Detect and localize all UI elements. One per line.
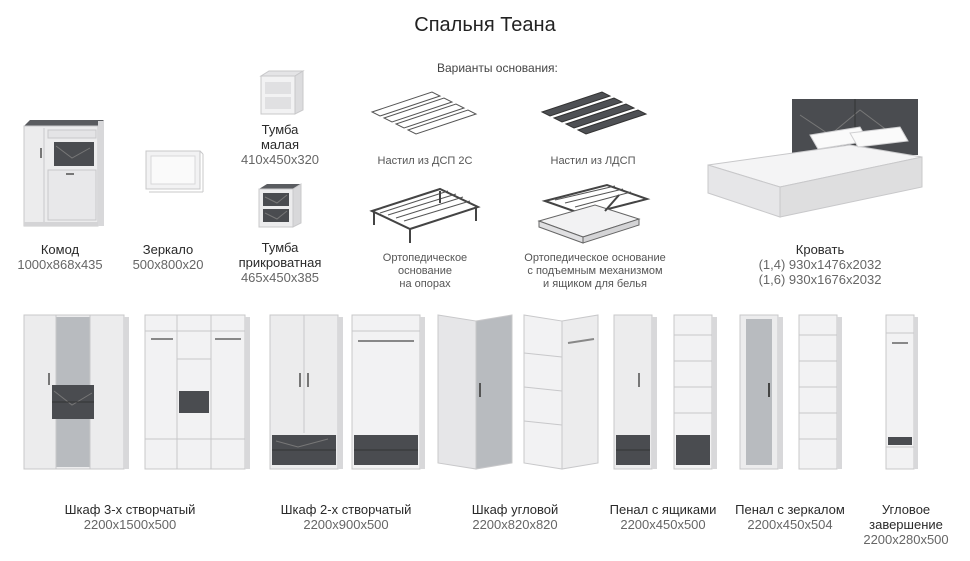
shkaf-uglovoy-closed-illustration — [437, 314, 513, 470]
komod-dims: 1000x868x435 — [17, 257, 103, 272]
penal-yashiki-dims: 2200x450x500 — [620, 517, 706, 532]
tumba-prikrovatnaya-dims: 465x450x385 — [240, 270, 320, 285]
penal-zerkalo-name: Пенал с зеркалом — [735, 502, 845, 517]
uglovoe-zavershenie-illustration — [885, 314, 918, 470]
penal-yashiki-name: Пенал с ящиками — [609, 502, 717, 517]
nastil-ldsp-illustration — [540, 91, 648, 135]
base-orto-l2: основание — [398, 265, 452, 277]
shkaf-uglovoy-dims: 2200x820x820 — [472, 517, 558, 532]
base-orto-l3: на опорах — [399, 278, 451, 290]
zerkalo-name: Зеркало — [142, 242, 194, 257]
orto-podemnoe-illustration — [537, 183, 651, 244]
tumba-malaya-label: Тумба малая 410x450x320 — [230, 122, 330, 167]
tumba-prikrovatnaya-label: Тумба прикроватная 465x450x385 — [228, 240, 332, 285]
base-ldsp-label: Настил из ЛДСП — [550, 155, 636, 167]
shkaf-uglovoy-open-illustration — [523, 314, 599, 470]
shkaf-3-label: Шкаф 3-х створчатый 2200x1500x500 — [55, 502, 205, 532]
zerkalo-illustration — [145, 150, 204, 193]
shkaf-3-open-illustration — [144, 314, 250, 470]
tumba-malaya-illustration — [259, 70, 305, 115]
shkaf-2-closed-illustration — [269, 314, 343, 470]
zerkalo-label: Зеркало 500x800x20 — [118, 242, 218, 272]
komod-label: Комод 1000x868x435 — [0, 242, 120, 272]
shkaf-2-label: Шкаф 2-х створчатый 2200x900x500 — [268, 502, 424, 532]
uglovoe-zavershenie-name-l2: завершение — [869, 517, 943, 532]
penal-zerkalo-open-illustration — [798, 314, 842, 470]
base-dsp-label: Настил из ДСП 2С — [377, 155, 473, 167]
base-orto-l1: Ортопедическое — [382, 252, 468, 264]
shkaf-3-dims: 2200x1500x500 — [83, 517, 177, 532]
tumba-malaya-name-l2: малая — [260, 137, 300, 152]
komod-illustration — [23, 120, 104, 227]
tumba-prikrovatnaya-illustration — [258, 183, 302, 228]
nastil-dsp-illustration — [370, 91, 478, 135]
uglovoe-zavershenie-label: Угловое завершение 2200x280x500 — [856, 502, 956, 547]
tumba-prikrovatnaya-name-l2: прикроватная — [238, 255, 322, 270]
komod-name: Комод — [40, 242, 80, 257]
krovat-name: Кровать — [795, 242, 845, 257]
penal-yashiki-open-illustration — [673, 314, 717, 470]
tumba-malaya-dims: 410x450x320 — [240, 152, 320, 167]
uglovoe-zavershenie-dims: 2200x280x500 — [863, 532, 949, 547]
shkaf-2-dims: 2200x900x500 — [303, 517, 389, 532]
base-podemnoe-l2: с подъемным механизмом — [527, 265, 663, 277]
krovat-dims-1: (1,4) 930x1476x2032 — [758, 257, 882, 272]
shkaf-2-name: Шкаф 2-х створчатый — [280, 502, 412, 517]
uglovoe-zavershenie-name-l1: Угловое — [881, 502, 931, 517]
shkaf-3-name: Шкаф 3-х створчатый — [64, 502, 196, 517]
page-title: Спальня Теана — [414, 14, 556, 36]
penal-yashiki-closed-illustration — [613, 314, 657, 470]
tumba-malaya-name-l1: Тумба — [261, 122, 299, 137]
shkaf-3-closed-illustration — [23, 314, 129, 470]
penal-yashiki-label: Пенал с ящиками 2200x450x500 — [603, 502, 723, 532]
base-orto-label: Ортопедическое основание на опорах — [360, 252, 490, 291]
base-variants-heading: Варианты основания: — [437, 61, 558, 75]
base-podemnoe-l3: и ящиком для белья — [543, 278, 647, 290]
krovat-label: Кровать (1,4) 930x1476x2032 (1,6) 930x16… — [740, 242, 900, 287]
krovat-illustration — [707, 99, 923, 218]
orto-na-oporah-illustration — [369, 187, 481, 243]
krovat-dims-2: (1,6) 930x1676x2032 — [758, 272, 882, 287]
penal-zerkalo-closed-illustration — [739, 314, 783, 470]
shkaf-uglovoy-name: Шкаф угловой — [471, 502, 559, 517]
base-podemnoe-label: Ортопедическое основание с подъемным мех… — [500, 252, 690, 291]
tumba-prikrovatnaya-name-l1: Тумба — [261, 240, 299, 255]
zerkalo-dims: 500x800x20 — [132, 257, 204, 272]
penal-zerkalo-label: Пенал с зеркалом 2200x450x504 — [727, 502, 853, 532]
base-podemnoe-l1: Ортопедическое основание — [524, 252, 666, 264]
shkaf-uglovoy-label: Шкаф угловой 2200x820x820 — [460, 502, 570, 532]
shkaf-2-open-illustration — [351, 314, 425, 470]
penal-zerkalo-dims: 2200x450x504 — [747, 517, 833, 532]
